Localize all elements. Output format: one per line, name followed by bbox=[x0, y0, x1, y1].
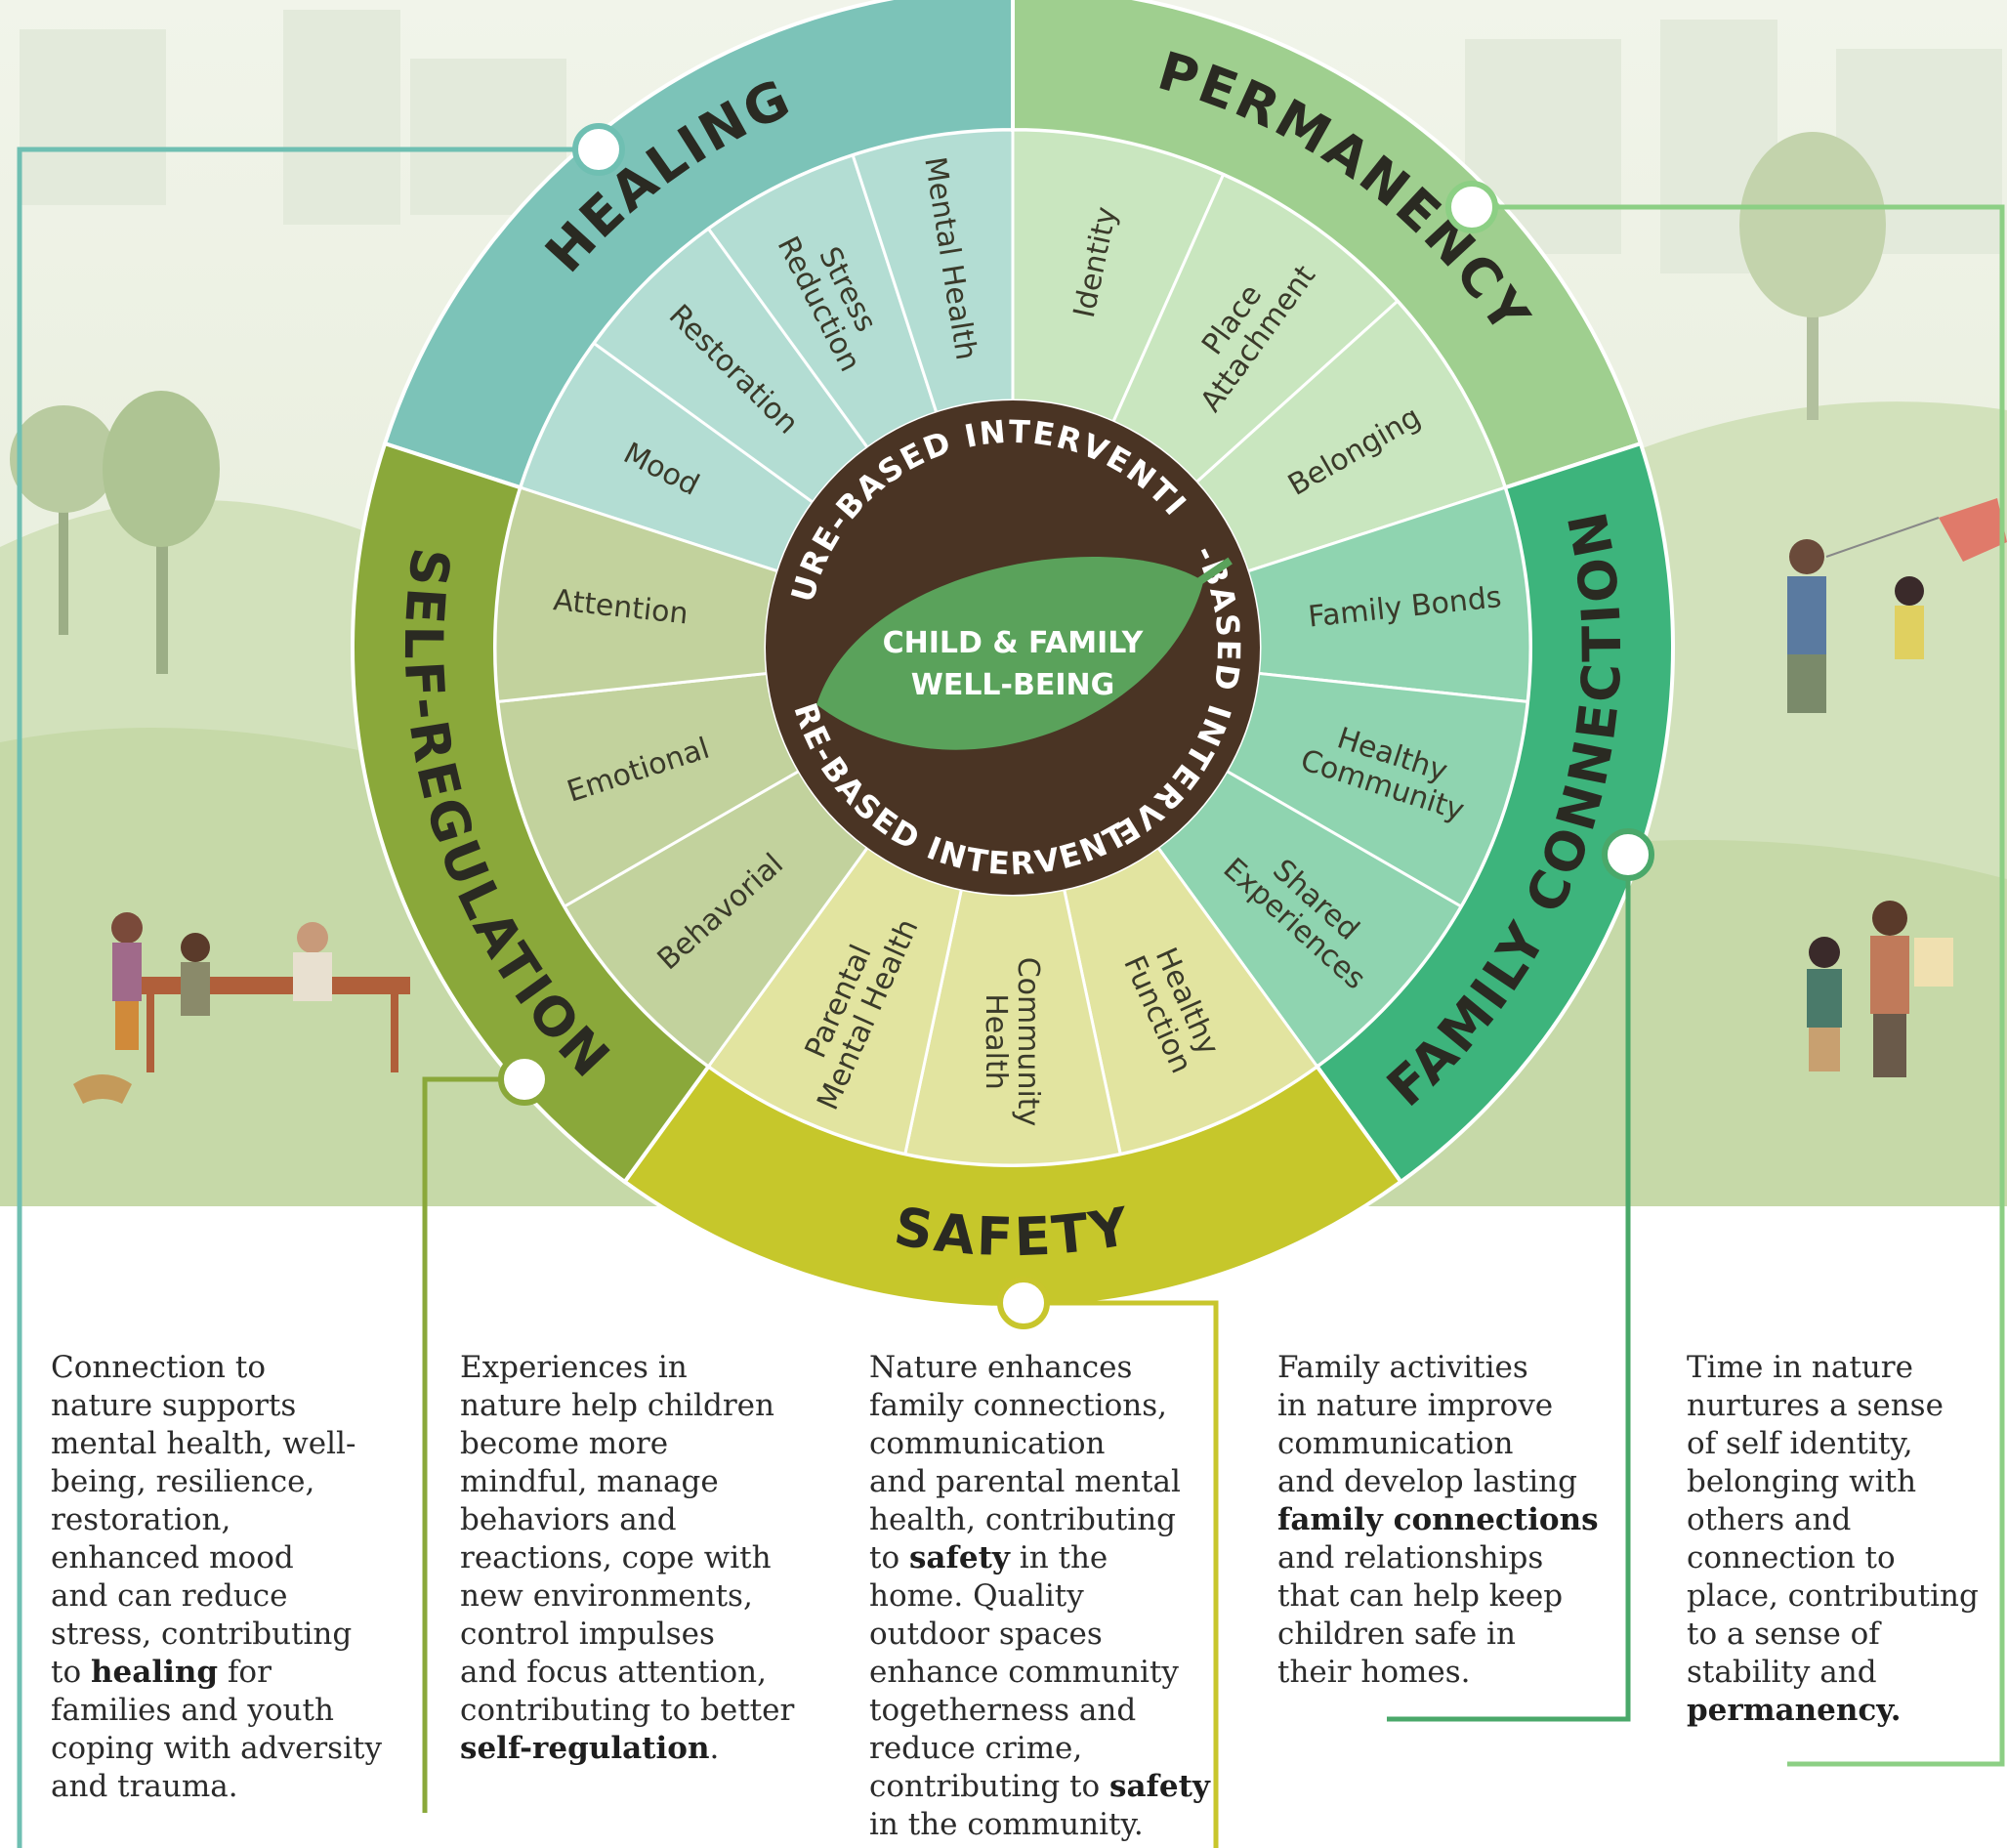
description-text: . bbox=[709, 1731, 720, 1766]
description-text: and relationships that can help keep chi… bbox=[1277, 1540, 1564, 1690]
description-emphasis: permanency. bbox=[1687, 1693, 1902, 1728]
description-text: Time in nature nurtures a sense of self … bbox=[1687, 1350, 1979, 1690]
description-emphasis: family connections bbox=[1277, 1502, 1599, 1537]
connector-node-icon bbox=[1602, 828, 1654, 881]
description-text: in the community. bbox=[869, 1807, 1144, 1842]
kite-icon bbox=[1939, 498, 2007, 562]
domain-label: SAFETY bbox=[890, 1196, 1135, 1269]
description-text: Nature enhances family connections, comm… bbox=[869, 1350, 1181, 1575]
connector-permanency bbox=[1472, 204, 2005, 1767]
description-emphasis: healing bbox=[90, 1655, 219, 1690]
subsection-label: CommunityHealth bbox=[979, 957, 1045, 1127]
connector-node-icon bbox=[997, 1277, 1050, 1329]
map-icon bbox=[1914, 938, 1953, 987]
description-healing: Connection to nature supports mental hea… bbox=[51, 1349, 402, 1806]
connector-node-icon bbox=[1445, 181, 1498, 233]
description-emphasis: safety bbox=[908, 1540, 1010, 1575]
connector-family-connection bbox=[1387, 855, 1631, 1722]
description-text: Family activities in nature improve comm… bbox=[1277, 1350, 1577, 1499]
connector-safety bbox=[1024, 1300, 1219, 1848]
description-family-connection: Family activities in nature improve comm… bbox=[1277, 1349, 1629, 1692]
kite-flying-illustration bbox=[1787, 498, 2007, 713]
description-text: in the home. Quality outdoor spaces enha… bbox=[869, 1540, 1179, 1804]
leaf-icon bbox=[816, 557, 1233, 750]
connector-healing bbox=[17, 147, 599, 1848]
description-safety: Nature enhances family connections, comm… bbox=[869, 1349, 1221, 1844]
connector-self-regulation bbox=[422, 1076, 524, 1813]
description-text: Experiences in nature help children beco… bbox=[460, 1350, 795, 1728]
description-emphasis: safety bbox=[1109, 1769, 1210, 1804]
hikers-illustration bbox=[1807, 901, 1953, 1077]
dog-icon bbox=[73, 1074, 132, 1104]
center-title-line1: CHILD & FAMILY bbox=[883, 626, 1145, 660]
description-emphasis: self-regulation bbox=[460, 1731, 710, 1766]
center-title-line2: WELL-BEING bbox=[911, 668, 1115, 702]
description-text: Connection to nature supports mental hea… bbox=[51, 1350, 356, 1690]
description-permanency: Time in nature nurtures a sense of self … bbox=[1687, 1349, 1989, 1730]
tree-icon bbox=[1739, 132, 1886, 420]
tree-icon bbox=[10, 391, 220, 674]
family-on-bench-illustration bbox=[73, 912, 410, 1104]
connector-node-icon bbox=[498, 1053, 551, 1106]
description-self-regulation: Experiences in nature help children beco… bbox=[460, 1349, 812, 1768]
description-text: for families and youth coping with adver… bbox=[51, 1655, 382, 1804]
connector-node-icon bbox=[572, 123, 625, 176]
